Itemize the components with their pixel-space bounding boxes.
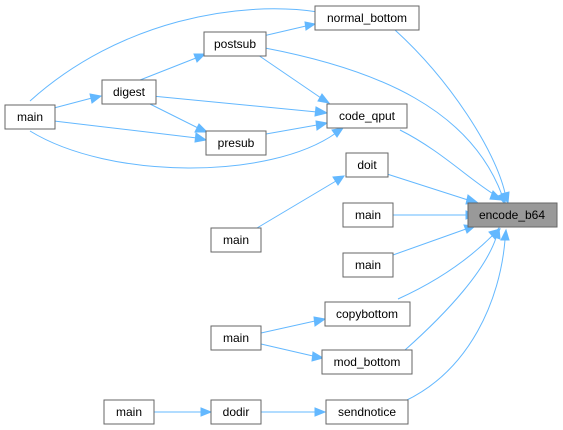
- edge-main-bottom-to-copybottom: [260, 316, 327, 334]
- node-main-root-label: main: [17, 110, 43, 124]
- edge-main-bottom-to-mod-bottom: [260, 343, 325, 362]
- node-mod-bottom[interactable]: mod_bottom: [321, 349, 413, 375]
- node-normal-bottom[interactable]: normal_bottom: [314, 5, 420, 31]
- node-encode-b64[interactable]: encode_b64: [467, 202, 558, 228]
- node-mod-bottom-label: mod_bottom: [334, 355, 401, 369]
- node-main-dodir[interactable]: main: [103, 399, 155, 425]
- edge-digest-to-code-qput: [151, 95, 329, 117]
- node-sendnotice[interactable]: sendnotice: [325, 399, 409, 425]
- edge-presub-to-code-qput: [265, 120, 329, 135]
- node-main-bottom[interactable]: main: [210, 325, 262, 351]
- edge-main-dodir-to-dodir: [153, 407, 213, 417]
- node-main-direct1-label: main: [355, 208, 381, 222]
- edge-main-to-code-qput: [29, 127, 345, 169]
- edge-main-to-digest: [53, 93, 103, 109]
- node-sendnotice-label: sendnotice: [338, 405, 396, 419]
- node-doit[interactable]: doit: [345, 152, 389, 178]
- node-doit-label: doit: [357, 158, 377, 172]
- node-dodir-label: dodir: [223, 405, 250, 419]
- node-dodir[interactable]: dodir: [210, 399, 262, 425]
- node-digest-label: digest: [113, 85, 146, 99]
- node-normal-bottom-label: normal_bottom: [327, 11, 407, 25]
- node-main-doit-label: main: [223, 233, 249, 247]
- node-main-direct1[interactable]: main: [342, 202, 394, 228]
- edge-postsub-to-normal-bottom: [262, 21, 317, 37]
- edge-dodir-to-sendnotice: [260, 407, 327, 417]
- node-presub-label: presub: [218, 136, 255, 150]
- node-postsub-label: postsub: [214, 37, 256, 51]
- node-main-direct2[interactable]: main: [342, 252, 394, 278]
- edge-digest-to-postsub: [134, 53, 207, 83]
- edge-main-doit-to-doit: [256, 175, 345, 229]
- node-postsub[interactable]: postsub: [203, 31, 267, 57]
- node-digest[interactable]: digest: [101, 79, 157, 105]
- node-main-dodir-label: main: [116, 405, 142, 419]
- edge-normal-bottom-to-encode-b64: [394, 29, 510, 205]
- edge-doit-to-encode-b64: [386, 173, 480, 205]
- edge-code-qput-to-encode-b64: [399, 129, 504, 201]
- node-main-bottom-label: main: [223, 331, 249, 345]
- node-copybottom-label: copybottom: [336, 307, 398, 321]
- edge-mod-bottom-to-encode-b64: [404, 226, 501, 351]
- edge-main-to-presub: [53, 120, 208, 143]
- node-main-direct2-label: main: [355, 258, 381, 272]
- node-code-qput[interactable]: code_qput: [326, 103, 408, 129]
- node-main-doit[interactable]: main: [210, 227, 262, 253]
- node-code-qput-label: code_qput: [339, 109, 396, 123]
- edge-copybottom-to-encode-b64: [397, 228, 501, 300]
- edge-postsub-to-code-qput: [257, 54, 331, 104]
- edge-digest-to-presub: [149, 103, 209, 133]
- edge-sendnotice-to-encode-b64: [404, 228, 510, 402]
- node-presub[interactable]: presub: [205, 130, 267, 156]
- edge-main-to-normal-bottom: [29, 6, 329, 102]
- node-main-root[interactable]: main: [4, 104, 56, 130]
- node-encode-b64-label: encode_b64: [479, 208, 545, 222]
- node-copybottom[interactable]: copybottom: [324, 301, 411, 327]
- edge-main-direct2-to-encode-b64: [392, 224, 477, 256]
- edge-main-direct1-to-encode-b64: [393, 210, 478, 220]
